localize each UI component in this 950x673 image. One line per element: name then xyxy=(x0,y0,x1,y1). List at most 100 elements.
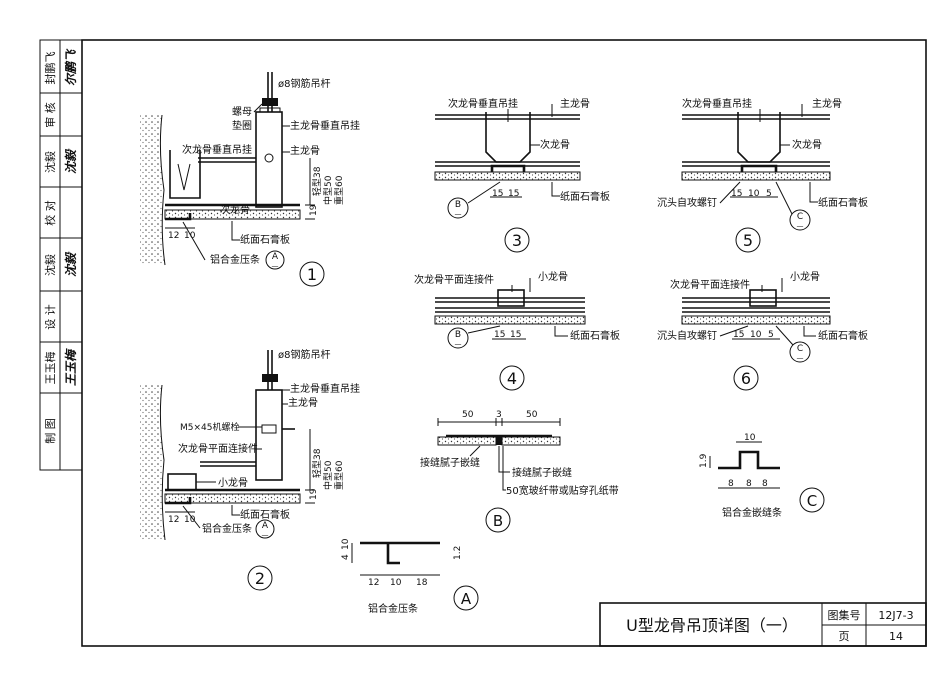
detail-number-4: 4 xyxy=(507,369,517,388)
detail-A: 4 10 1.2 12 10 18 铝合金压条 A xyxy=(341,538,479,615)
d6-screw-label: 沉头自攻螺钉 xyxy=(657,329,717,342)
d1-rod-label: ø8钢筋吊杆 xyxy=(278,77,330,90)
d4-board-label: 纸面石膏板 xyxy=(570,329,620,342)
d6-ref-C-sub: — xyxy=(797,354,804,362)
detail-3: 次龙骨垂直吊挂 主龙骨 次龙骨 纸面石膏板 B — 15 15 3 xyxy=(434,97,610,253)
detail-number-3: 3 xyxy=(512,231,522,250)
atlas-number: 12J7-3 xyxy=(878,609,913,622)
d6-sec-plane-conn-label: 次龙骨平面连接件 xyxy=(670,278,750,291)
d3-ref-B: B xyxy=(455,200,461,210)
d1-board-label: 纸面石膏板 xyxy=(240,233,290,246)
sidebar-sign-4: 沈毅 xyxy=(64,251,78,277)
dC-dim-8c: 8 xyxy=(762,479,768,489)
d6-board-label: 纸面石膏板 xyxy=(818,329,868,342)
d4-dim-15a: 15 xyxy=(494,330,505,340)
d5-dim-10: 10 xyxy=(748,189,760,199)
d2-small-keel-label: 小龙骨 xyxy=(218,476,248,489)
d1-dim-light: 轻型38 xyxy=(311,166,323,196)
d5-screw-label: 沉头自攻螺钉 xyxy=(657,196,717,209)
d5-main-keel-label: 主龙骨 xyxy=(812,97,842,110)
d1-dim-12: 12 xyxy=(168,231,179,241)
d1-washer-label: 垫圈 xyxy=(232,119,252,132)
d2-bolt-label: M5×45机螺栓 xyxy=(180,421,240,433)
d2-alu-label: 铝合金压条 xyxy=(202,522,252,535)
dC-dim-10: 10 xyxy=(744,433,756,443)
d3-dim-15a: 15 xyxy=(492,189,503,199)
d4-ref-B: B xyxy=(455,330,461,340)
detail-1: ø8钢筋吊杆 螺母 垫圈 主龙骨垂直吊挂 主龙骨 次龙骨垂直吊挂 次龙骨 纸面石… xyxy=(140,72,360,287)
dC-alu-seam-label: 铝合金嵌缝条 xyxy=(722,506,782,519)
title-block: U型龙骨吊顶详图（一） 图集号 12J7-3 页 14 xyxy=(599,602,927,647)
d1-sec-hanger-label: 次龙骨垂直吊挂 xyxy=(182,143,252,156)
dC-dim-1-9: 1.9 xyxy=(699,453,709,468)
d1-ref-A-sub: — xyxy=(272,262,279,270)
sidebar-label-1: 审 核 xyxy=(43,102,57,128)
d5-sec-keel-label: 次龙骨 xyxy=(792,138,822,151)
d2-dim-light: 轻型38 xyxy=(311,448,323,478)
d6-ref-C: C xyxy=(797,344,803,354)
d2-dim-10: 10 xyxy=(184,515,196,525)
d3-sec-hanger-label: 次龙骨垂直吊挂 xyxy=(448,97,518,110)
d2-dim-12: 12 xyxy=(168,515,179,525)
dB-dim-3: 3 xyxy=(496,410,502,420)
d5-sec-hanger-label: 次龙骨垂直吊挂 xyxy=(682,97,752,110)
d3-main-keel-label: 主龙骨 xyxy=(560,97,590,110)
d2-main-hanger-label: 主龙骨垂直吊挂 xyxy=(290,382,360,395)
d1-alu-label: 铝合金压条 xyxy=(210,253,260,266)
d2-sec-plane-conn-label: 次龙骨平面连接件 xyxy=(178,442,258,455)
dB-tape-label: 50宽玻纤带或贴穿孔纸带 xyxy=(506,484,619,497)
d4-sec-plane-conn-label: 次龙骨平面连接件 xyxy=(414,273,494,286)
dB-dim-50a: 50 xyxy=(462,410,474,420)
detail-B: 50 3 50 接缝腻子嵌缝 接缝腻子嵌缝 50宽玻纤带或贴穿孔纸带 B xyxy=(420,410,619,533)
d1-dim-19: 19 xyxy=(309,204,319,216)
d3-sec-keel-label: 次龙骨 xyxy=(540,138,570,151)
detail-6: 次龙骨平面连接件 小龙骨 纸面石膏板 沉头自攻螺钉 15 10 5 C — 6 xyxy=(657,270,868,391)
d2-rod-label: ø8钢筋吊杆 xyxy=(278,348,330,361)
d1-dim-mid: 中型50 xyxy=(322,175,334,205)
d5-ref-C-sub: — xyxy=(797,222,804,230)
dA-dim-10b: 10 xyxy=(390,578,402,588)
sidebar-label-3: 校 对 xyxy=(43,200,57,226)
sidebar-label-0: 封鹏飞 xyxy=(43,52,57,85)
d2-dim-19: 19 xyxy=(309,488,319,500)
detail-C: 10 1.9 8 8 8 铝合金嵌缝条 C xyxy=(699,433,825,519)
sidebar-label-2: 沈毅 xyxy=(43,151,57,173)
sidebar-sign-0: 尔鹏飞 xyxy=(64,48,78,86)
d2-ref-A-sub: — xyxy=(262,531,269,539)
detail-number-C: C xyxy=(807,492,817,510)
sidebar-label-4: 沈毅 xyxy=(43,254,57,276)
atlas-number-label: 图集号 xyxy=(828,608,861,622)
dA-dim-12: 12 xyxy=(368,578,379,588)
d6-dim-5: 5 xyxy=(768,330,774,340)
d4-dim-15b: 15 xyxy=(510,330,521,340)
d6-small-keel-label: 小龙骨 xyxy=(790,270,820,283)
d5-board-label: 纸面石膏板 xyxy=(818,196,868,209)
d3-ref-B-sub: — xyxy=(455,210,462,218)
signoff-strip: 封鹏飞 尔鹏飞 审 核 沈毅 沈毅 校 对 沈毅 沈毅 设 计 王玉梅 王玉梅 … xyxy=(39,39,83,471)
dB-putty1-label: 接缝腻子嵌缝 xyxy=(420,456,480,469)
page-number: 14 xyxy=(889,630,903,643)
dB-dim-50b: 50 xyxy=(526,410,538,420)
d2-board-label: 纸面石膏板 xyxy=(240,508,290,521)
drawing-frame xyxy=(81,39,927,647)
d3-board-label: 纸面石膏板 xyxy=(560,190,610,203)
detail-number-5: 5 xyxy=(743,231,753,250)
drawing-title: U型龙骨吊顶详图（一） xyxy=(626,616,798,635)
detail-5: 次龙骨垂直吊挂 主龙骨 次龙骨 纸面石膏板 沉头自攻螺钉 15 10 5 C —… xyxy=(657,97,868,253)
d1-sec-keel-label: 次龙骨 xyxy=(220,203,250,216)
dA-alu-label: 铝合金压条 xyxy=(368,602,418,615)
sidebar-label-7: 制 图 xyxy=(44,418,57,444)
d2-dim-heavy: 重型60 xyxy=(333,460,345,490)
detail-number-1: 1 xyxy=(307,265,317,284)
d5-dim-5: 5 xyxy=(766,189,772,199)
d5-dim-15: 15 xyxy=(731,189,742,199)
dA-dim-4: 4 xyxy=(341,554,351,560)
d6-dim-15: 15 xyxy=(733,330,744,340)
detail-number-A: A xyxy=(461,590,472,608)
dC-dim-8b: 8 xyxy=(746,479,752,489)
d6-dim-10: 10 xyxy=(750,330,762,340)
dB-putty2-label: 接缝腻子嵌缝 xyxy=(512,466,572,479)
d2-ref-A: A xyxy=(262,521,269,531)
sidebar-sign-2: 沈毅 xyxy=(64,148,78,174)
